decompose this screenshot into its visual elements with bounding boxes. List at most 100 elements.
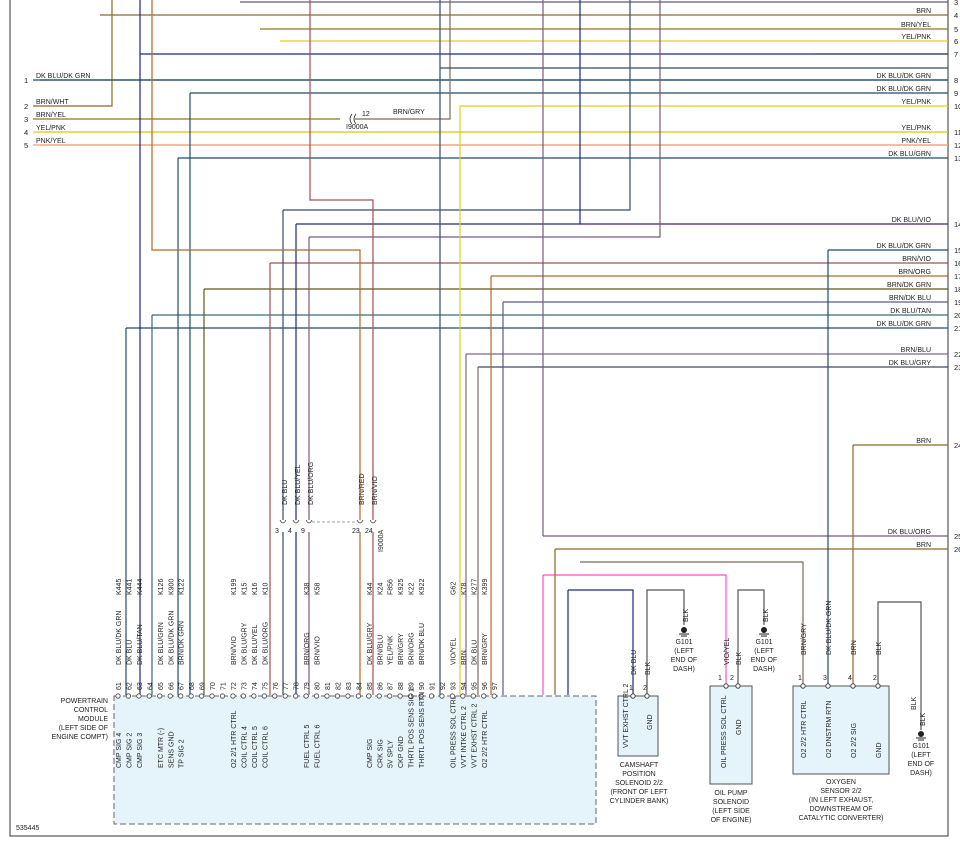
oxygen-pin-number: 4 — [848, 675, 852, 682]
diagram-id: 535445 — [16, 825, 39, 832]
pcm-pin-number: 71 — [221, 682, 228, 690]
pcm-pin-dot — [303, 693, 309, 699]
pcm-circuit-id: K925 — [398, 579, 405, 595]
pcm-pin-number: 87 — [388, 682, 395, 690]
pcm-circuit-id: K24 — [377, 582, 384, 595]
pcm-title-line: POWERTRAIN — [61, 698, 108, 705]
pcm-pin-number: 90 — [419, 682, 426, 690]
ground-location-line: DASH) — [673, 666, 695, 673]
pcm-pin-function: FUEL CTRL 5 — [304, 724, 311, 768]
pcm-feed-95 — [567, 589, 634, 695]
splice-wire-color: BRN/GRY — [393, 109, 425, 116]
pcm-wire-color: DK BLU/YEL — [252, 624, 259, 665]
pcm-pin-number: 88 — [398, 682, 405, 690]
oil-pump-pin-number: 2 — [730, 675, 734, 682]
pcm-pin-dot — [366, 693, 372, 699]
pcm-pin-function: COIL CTRL 4 — [241, 726, 248, 768]
oxygen-pin-number: 1 — [798, 675, 802, 682]
pcm-wire-color: DK BLU/GRY — [241, 622, 248, 665]
splice2-connector — [356, 519, 364, 524]
pcm-pin-dot — [491, 693, 497, 699]
pcm-pin-number: 68 — [189, 682, 196, 690]
right-wire-number: 23 — [954, 363, 960, 372]
left-wire-number: 4 — [24, 128, 28, 137]
ground-id: G101 — [675, 639, 692, 646]
pcm-pin-number: 65 — [158, 682, 165, 690]
pcm-circuit-id: K78 — [461, 582, 468, 595]
right-wire-number: 26 — [954, 545, 960, 554]
pcm-circuit-id: K58 — [315, 582, 322, 595]
pcm-pin-number: 92 — [440, 682, 447, 690]
oxygen-pin-dot — [800, 683, 806, 689]
pcm-wire-color: BRN/ORG — [304, 632, 311, 665]
splice2-connector — [279, 519, 287, 524]
right-wire-number: 4 — [954, 11, 958, 20]
pcm-pin-number: 84 — [356, 682, 363, 690]
pcm-pin-dot — [293, 693, 299, 699]
pcm-pin-dot — [199, 693, 205, 699]
pcm-pin-number: 93 — [450, 682, 457, 690]
right-wire-color: DK BLU/DK GRN — [877, 73, 931, 80]
pcm-pin-number: 95 — [471, 682, 478, 690]
pcm-pin-dot — [428, 693, 435, 699]
wires-layer — [33, 0, 948, 730]
camshaft-wire-color: BLK — [645, 661, 652, 675]
pcm-pin-dot — [345, 693, 351, 699]
pcm-pin-dot — [470, 693, 476, 699]
right-wire-number: 10 — [954, 102, 960, 111]
right-wire-color: DK BLU/VIO — [892, 217, 932, 224]
ground-wire-color: BLK — [911, 696, 918, 710]
pcm-pin-dot — [167, 693, 173, 699]
right-wire-number: 22 — [954, 350, 960, 359]
pcm-pin-dot — [115, 693, 121, 699]
pcm-pin-number: 67 — [179, 682, 186, 690]
pcm-pin-number: 79 — [304, 682, 311, 690]
pcm-circuit-id: K22 — [409, 582, 416, 595]
pcm-pin-function: THRTL POS SENS SIG 1 — [409, 688, 416, 768]
pcm-pin-number: 63 — [137, 682, 144, 690]
pcm-pin-dot — [188, 693, 194, 699]
pcm-module-box — [113, 695, 597, 825]
right-wire-number: 5 — [954, 25, 958, 34]
pcm-pin-number: 62 — [126, 682, 133, 690]
pcm-pin-function: O2 2/2 HTR CTRL — [482, 710, 489, 768]
right-wire-color: DK BLU/GRY — [889, 360, 932, 367]
oxygen-pin-number: 2 — [873, 675, 877, 682]
pcm-circuit-id: K399 — [482, 579, 489, 595]
right-wire-number: 19 — [954, 298, 960, 307]
pcm-pin-number: 75 — [262, 682, 269, 690]
pcm-pin-dot — [178, 693, 184, 699]
splice2-color: BRN/VIO — [372, 476, 379, 505]
right-wire-color: DK BLU/ORG — [888, 529, 931, 536]
right-wire-color: YEL/PNK — [901, 125, 931, 132]
splice-number: 12 — [362, 111, 370, 118]
pcm-pin-function: ETC MTR (-) — [158, 728, 165, 768]
pcm-pin-function: TP SIG 2 — [179, 739, 186, 768]
camshaft-title-line: POSITION — [622, 771, 655, 778]
pcm-pin-number: 69 — [200, 682, 207, 690]
oxygen-pin-dot — [825, 683, 831, 689]
right-wire-number: 9 — [954, 89, 958, 98]
pcm-circuit-id: K38 — [304, 582, 311, 595]
ground-symbol-bars — [916, 737, 926, 741]
right-wire-color: BRN — [916, 438, 931, 445]
right-wire-color: BRN/DK BLU — [889, 0, 931, 2]
camshaft-title-line: CYLINDER BANK) — [610, 798, 669, 805]
oil-pump-title-line: OIL PUMP — [714, 790, 748, 797]
pcm-circuit-id: K277 — [471, 579, 478, 595]
oil-pump-solenoid-box — [709, 685, 753, 785]
oxygen-title-line: DOWNSTREAM OF — [810, 806, 873, 813]
camshaft-ground-wire — [646, 589, 685, 695]
ground-wire-color: BLK — [683, 608, 690, 622]
wire-brn-wht-2 — [33, 0, 113, 107]
pcm-wire-color: DK BLU/DK GRN — [116, 611, 123, 665]
pcm-pin-function: CMP SIG 4 — [116, 733, 123, 768]
pcm-circuit-id: K126 — [158, 579, 165, 595]
ground-symbol-bars — [679, 633, 689, 637]
splice2-color: DK BLU/YEL — [295, 464, 302, 505]
pcm-wire-color: DK BLU/ORG — [262, 622, 269, 665]
camshaft-title-line: SOLENOID 2/2 — [615, 780, 663, 787]
oil-pump-pin-dot — [723, 683, 729, 689]
pcm-pin-number: 72 — [231, 682, 238, 690]
pcm-pin-number: 89 — [409, 682, 416, 690]
